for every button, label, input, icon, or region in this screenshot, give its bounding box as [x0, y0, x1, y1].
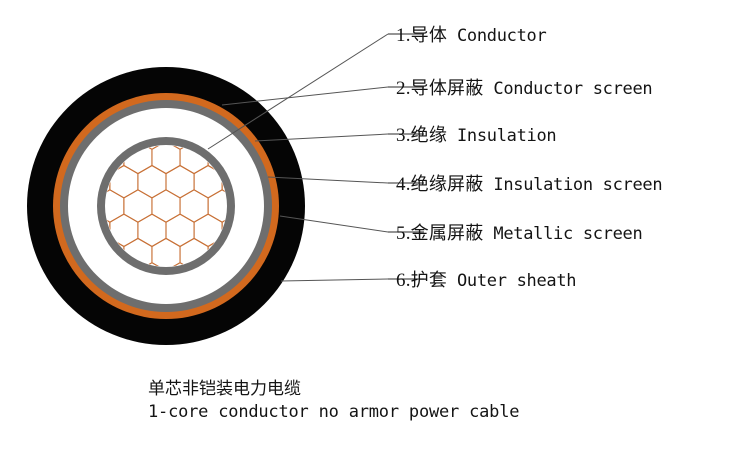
label-english: Insulation	[447, 126, 557, 146]
label-english: Conductor screen	[483, 79, 653, 99]
label-number: 2.	[396, 78, 411, 99]
label-item-4: 4.绝缘屏蔽 Insulation screen	[396, 174, 663, 195]
leader-diagonal	[221, 86, 389, 106]
leader-lines-group	[207, 33, 424, 282]
label-item-2: 2.导体屏蔽 Conductor screen	[396, 78, 653, 99]
label-number: 4.	[396, 174, 411, 195]
label-number: 1.	[396, 25, 411, 46]
conductor-strand-hex	[207, 237, 227, 267]
leader-diagonal	[207, 33, 389, 150]
caption-chinese: 单芯非铠装电力电缆	[148, 379, 301, 399]
label-chinese: 导体屏蔽	[410, 78, 484, 99]
leader-line-4	[267, 176, 424, 184]
label-item-3: 3.绝缘 Insulation	[396, 125, 557, 146]
label-chinese: 导体	[410, 25, 448, 46]
label-english: Metallic screen	[483, 224, 643, 244]
label-english: Outer sheath	[447, 271, 577, 291]
label-number: 5.	[396, 223, 411, 244]
label-item-6: 6.护套 Outer sheath	[396, 270, 577, 291]
conductor-strand-hex	[221, 213, 227, 248]
caption-english: 1-core conductor no armor power cable	[148, 402, 520, 422]
label-item-5: 5.金属屏蔽 Metallic screen	[396, 223, 643, 244]
label-chinese: 绝缘	[410, 125, 448, 146]
figure-caption: 单芯非铠装电力电缆 1-core conductor no armor powe…	[148, 378, 618, 424]
leader-diagonal	[267, 176, 389, 184]
leader-diagonal	[280, 278, 389, 282]
layer-conductor	[105, 145, 227, 267]
label-english: Conductor	[447, 26, 547, 46]
label-item-1: 1.导体 Conductor	[396, 25, 547, 46]
leader-diagonal	[254, 133, 389, 142]
leader-line-5	[279, 215, 424, 233]
label-english: Insulation screen	[483, 175, 663, 195]
label-chinese: 护套	[410, 270, 448, 291]
label-number: 3.	[396, 125, 411, 146]
leader-diagonal	[279, 215, 389, 233]
leader-line-1	[207, 33, 424, 150]
label-chinese: 金属屏蔽	[410, 223, 484, 244]
leader-line-2	[221, 86, 424, 106]
leader-line-3	[254, 133, 424, 142]
label-number: 6.	[396, 270, 411, 291]
label-chinese: 绝缘屏蔽	[410, 174, 484, 195]
leader-line-6	[280, 278, 424, 282]
